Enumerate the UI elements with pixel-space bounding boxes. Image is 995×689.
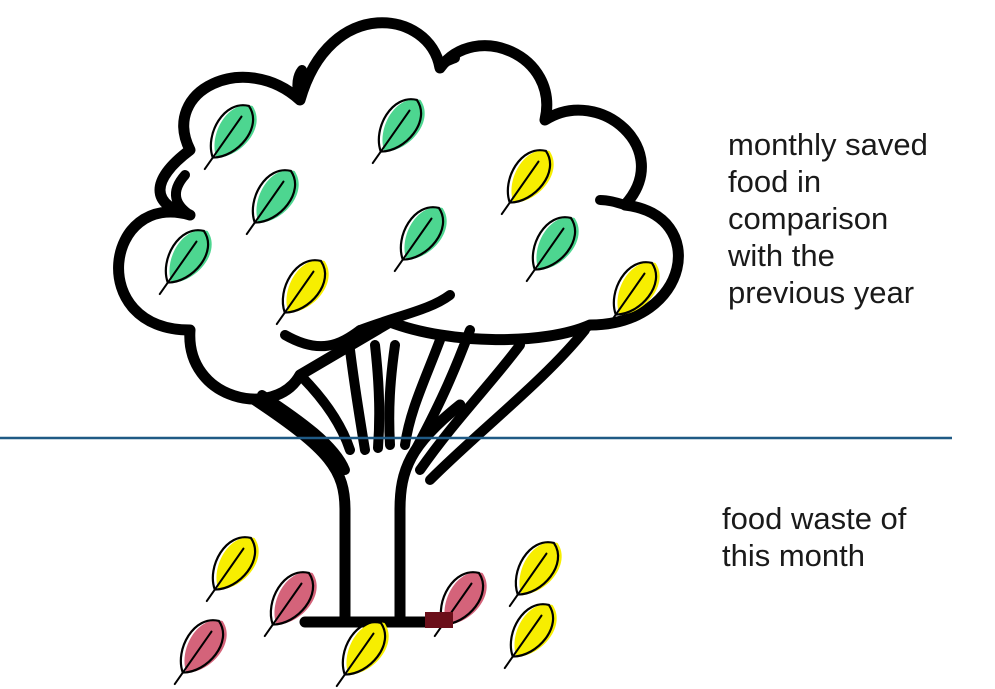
leaf-yellow — [490, 594, 564, 679]
leaf-yellow — [487, 140, 561, 225]
saved-food-label: monthly saved food in comparison with th… — [728, 127, 928, 310]
leaf-yellow — [495, 532, 569, 617]
tree-canopy — [113, 17, 684, 405]
leaf-yellow — [262, 250, 336, 335]
leaf-red — [250, 562, 324, 647]
leaf-green — [380, 197, 454, 282]
trunk-base-shadow — [425, 612, 453, 628]
food-waste-label: food waste of this month — [722, 501, 907, 573]
leaf-green — [232, 160, 306, 245]
canopy-leaves — [145, 89, 667, 337]
leaf-red — [160, 610, 234, 689]
leaf-green — [358, 89, 432, 174]
leaf-green — [190, 95, 264, 180]
leaf-green — [512, 207, 586, 292]
canopy-inner-strokes — [171, 53, 630, 352]
leaf-yellow — [593, 252, 667, 337]
ground-leaves — [160, 527, 569, 689]
leaf-yellow — [192, 527, 266, 612]
leaf-yellow — [322, 612, 396, 689]
leaf-red — [420, 562, 494, 647]
leaf-green — [145, 220, 219, 305]
